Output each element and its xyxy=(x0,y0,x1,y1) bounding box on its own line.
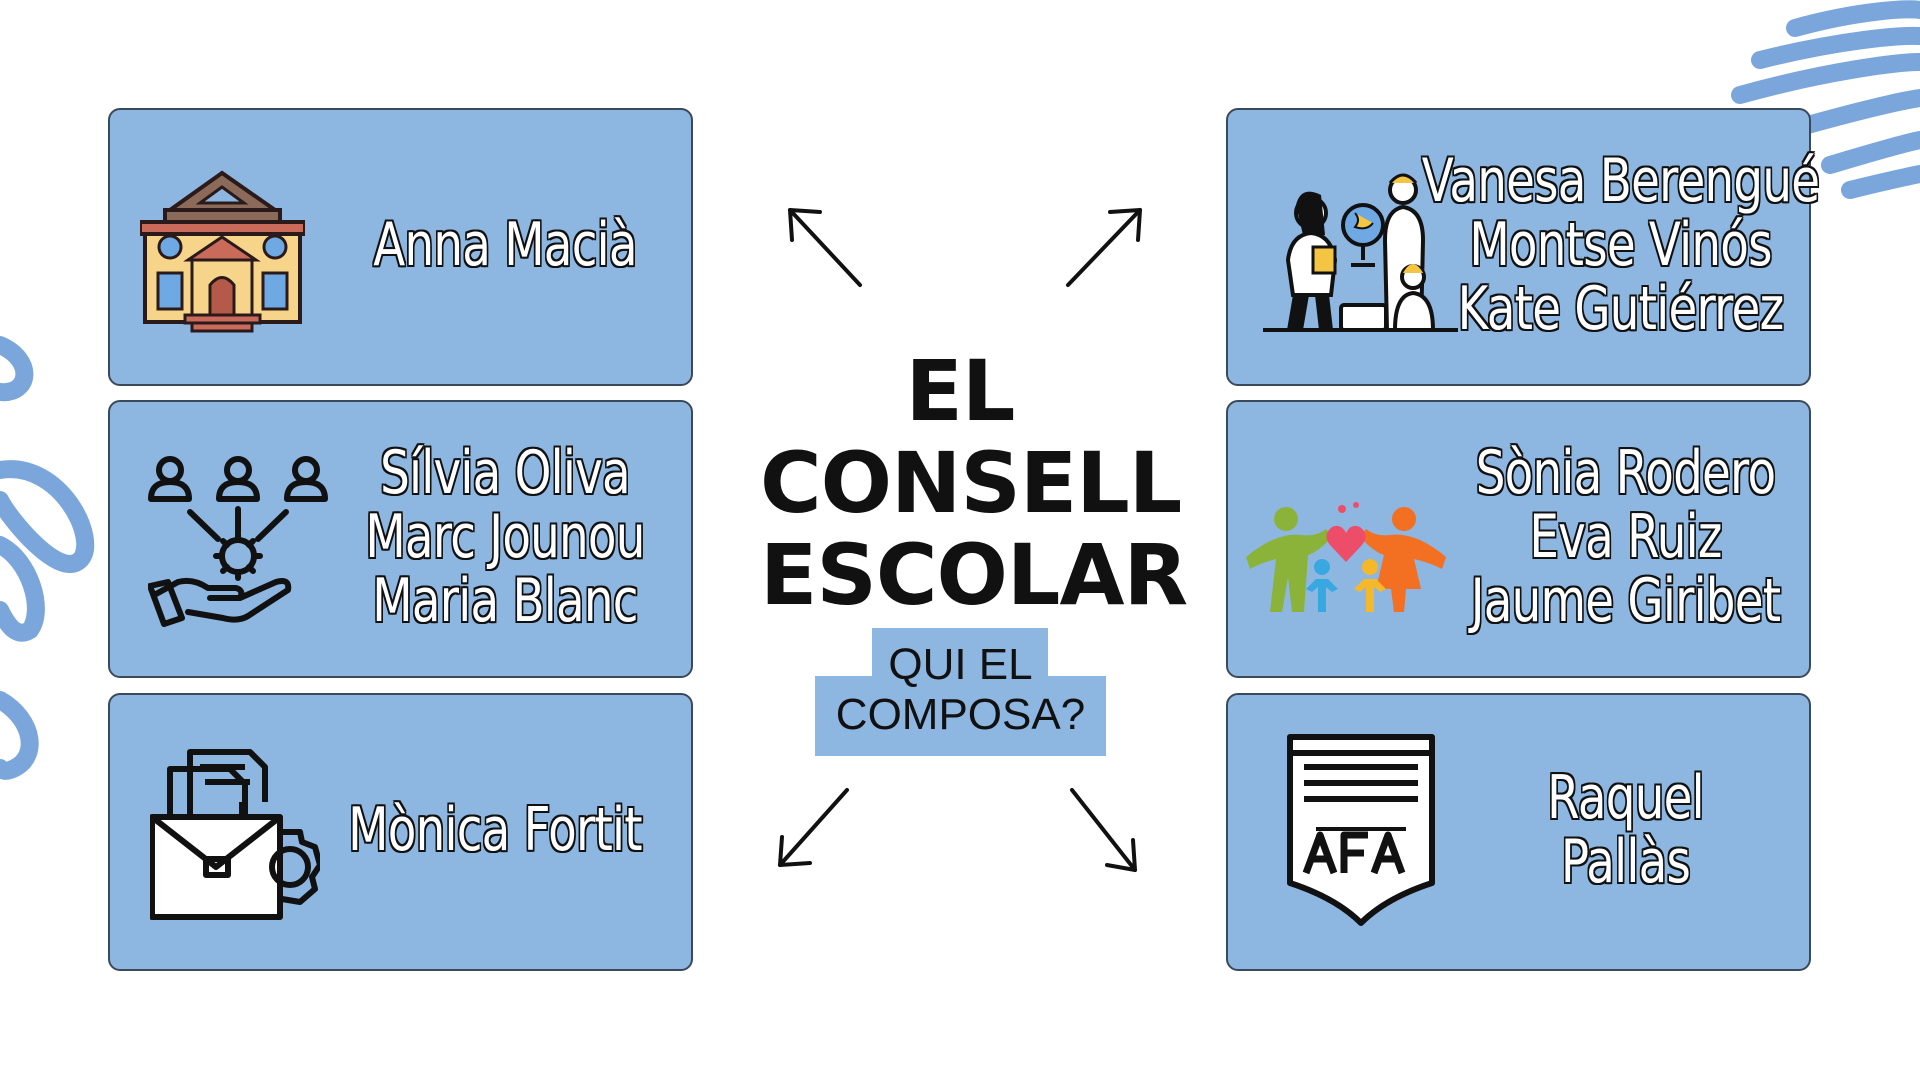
title-line: ESCOLAR xyxy=(760,526,1188,624)
card-top-left: Anna Macià xyxy=(108,108,693,386)
card-mid-right: Sònia Rodero Eva Ruiz Jaume Giribet xyxy=(1226,400,1811,678)
card-mid-left: Sílvia Oliva Marc Jounou Maria Blanc xyxy=(108,400,693,678)
card-names: Sònia Rodero Eva Ruiz Jaume Giribet xyxy=(1471,422,1781,652)
member-name: Marc Jounou xyxy=(365,502,645,572)
school-building-icon xyxy=(140,170,305,333)
card-bot-left: Mònica Fortit xyxy=(108,693,693,971)
member-name: Pallàs xyxy=(1560,827,1691,897)
arrow-up-right-icon xyxy=(1066,208,1142,287)
subtitle-line: QUI EL xyxy=(888,640,1033,689)
member-name: Sònia Rodero xyxy=(1475,438,1776,508)
title-line: CONSELL xyxy=(760,434,1182,532)
team-management-icon xyxy=(148,456,328,627)
subtitle-line: COMPOSA? xyxy=(835,690,1086,739)
card-names: Raquel Pallàs xyxy=(1483,725,1768,935)
subtitle-box-bottom xyxy=(815,676,1106,756)
card-names: Sílvia Oliva Marc Jounou Maria Blanc xyxy=(361,422,650,652)
member-name: Maria Blanc xyxy=(372,566,638,636)
member-name: Kate Gutiérrez xyxy=(1457,274,1784,344)
member-name: Sílvia Oliva xyxy=(380,438,631,508)
subtitle: QUI EL COMPOSA? xyxy=(815,640,1106,740)
card-names: Mònica Fortit xyxy=(348,725,642,935)
family-heart-icon xyxy=(1246,502,1446,612)
member-name: Eva Ruiz xyxy=(1529,502,1722,572)
page-title: EL CONSELL ESCOLAR xyxy=(760,342,1188,624)
arrow-down-left-icon xyxy=(778,788,849,867)
title-line: EL xyxy=(905,342,1016,440)
member-name: Anna Macià xyxy=(373,210,637,280)
subtitle-box-top xyxy=(872,628,1048,684)
briefcase-documents-icon xyxy=(150,749,320,920)
card-names: Vanesa Berengué Montse Vinós Kate Gutiér… xyxy=(1422,130,1820,360)
member-name: Vanesa Berengué xyxy=(1421,146,1820,216)
member-name: Jaume Giribet xyxy=(1470,566,1781,636)
member-name: Montse Vinós xyxy=(1469,210,1772,280)
afa-shield-icon xyxy=(1287,734,1435,926)
card-top-right: Vanesa Berengué Montse Vinós Kate Gutiér… xyxy=(1226,108,1820,386)
teachers-group-icon xyxy=(1263,173,1458,332)
member-name: Raquel xyxy=(1547,763,1704,833)
arrow-up-left-icon xyxy=(788,208,862,287)
card-bot-right: Raquel Pallàs xyxy=(1226,693,1811,971)
arrow-down-right-icon xyxy=(1070,788,1137,872)
card-names: Anna Macià xyxy=(361,140,650,350)
member-name: Mònica Fortit xyxy=(348,795,642,865)
